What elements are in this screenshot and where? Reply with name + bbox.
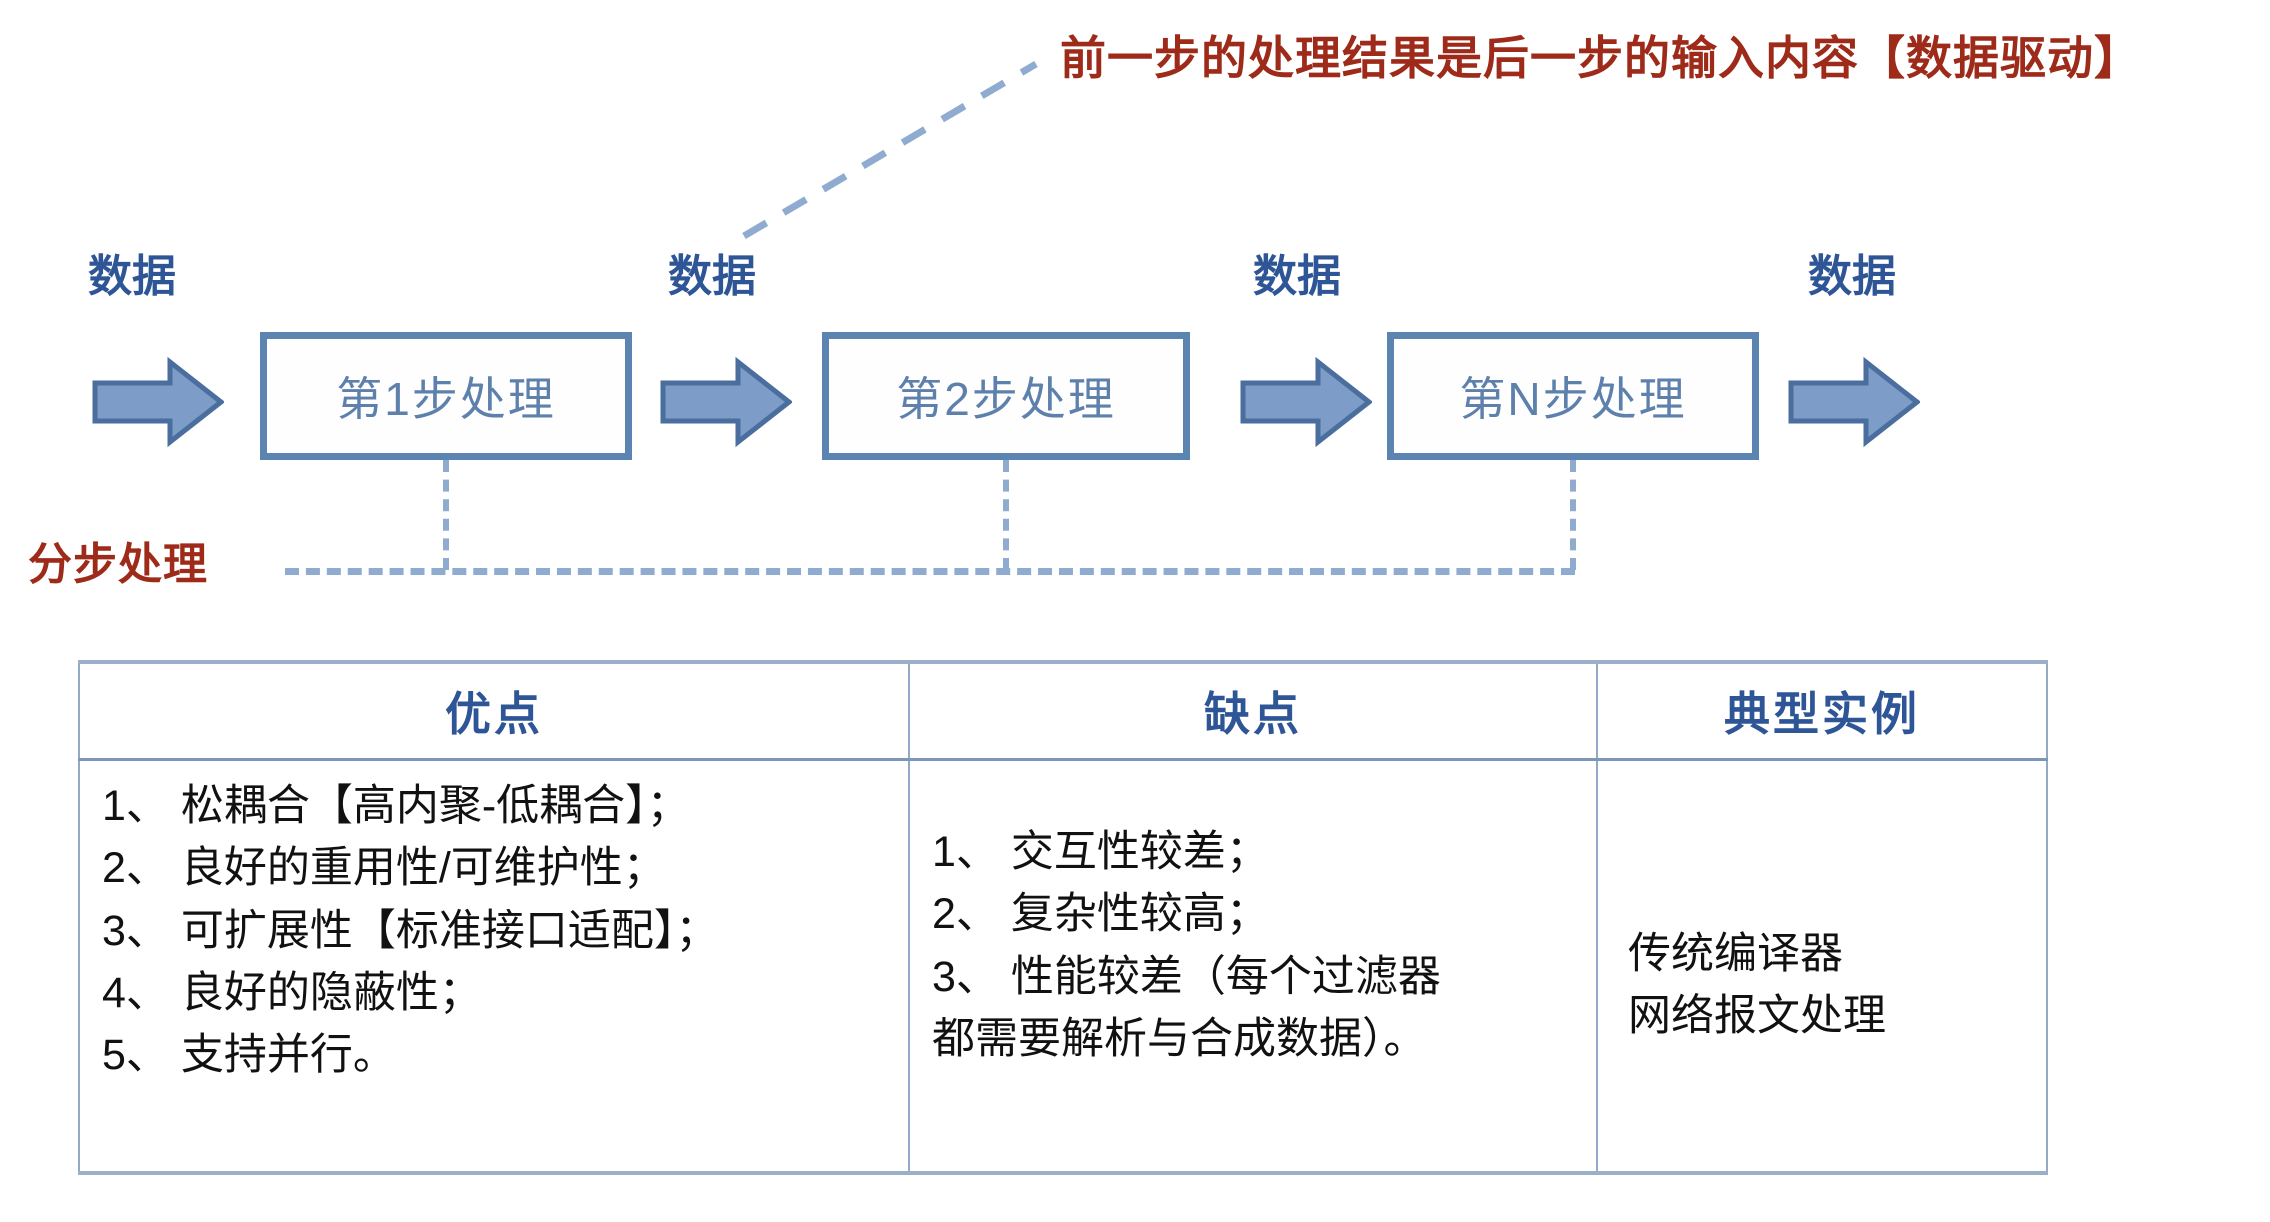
example-item-2: 网络报文处理 [1628, 992, 1886, 1041]
dashed-drop-1 [443, 460, 449, 570]
pros-item-4: 4、 良好的隐蔽性； [102, 969, 482, 1018]
data-label-2: 数据 [668, 252, 756, 301]
data-label-4: 数据 [1808, 252, 1896, 301]
dashed-drop-2 [1003, 460, 1009, 570]
process-step-box-1[interactable]: 第1步处理 [260, 332, 632, 460]
flow-arrow-1-icon [92, 356, 224, 448]
table-header-examples: 典型实例 [1596, 660, 2048, 761]
cons-item-2: 2、 复杂性较高； [932, 890, 1269, 939]
process-step-box-3[interactable]: 第N步处理 [1387, 332, 1759, 460]
process-step-label-1: 第1步处理 [336, 373, 556, 425]
pros-item-1: 1、 松耦合【高内聚-低耦合】； [102, 782, 690, 830]
cons-item-3: 3、 性能较差（每个过滤器 [932, 952, 1441, 1001]
process-step-label-3: 第N步处理 [1459, 373, 1687, 425]
pros-item-5: 5、 支持并行。 [102, 1031, 396, 1080]
flow-arrow-3-icon [1240, 356, 1372, 448]
data-label-1: 数据 [88, 252, 176, 301]
cons-item-1: 1、 交互性较差； [932, 828, 1269, 876]
table-header-row: 优点 缺点 典型实例 [78, 660, 2048, 761]
table-header-cons: 缺点 [908, 660, 1598, 761]
table-cell-cons: 1、 交互性较差； 2、 复杂性较高； 3、 性能较差（每个过滤器 都需要解析与… [908, 758, 1598, 1175]
flow-arrow-4-icon [1788, 356, 1920, 448]
example-item-1: 传统编译器 [1628, 930, 1843, 978]
top-annotation-text: 前一步的处理结果是后一步的输入内容【数据驱动】 [1060, 32, 2141, 84]
flow-arrow-2-icon [660, 356, 792, 448]
dashed-baseline [285, 568, 1575, 575]
comparison-table: 优点 缺点 典型实例 1、 松耦合【高内聚-低耦合】； 2、 良好的重用性/可维… [78, 660, 2048, 1175]
cons-item-3-cont: 都需要解析与合成数据）。 [932, 1015, 1427, 1064]
table-cell-examples: 传统编译器 网络报文处理 [1596, 758, 2048, 1175]
dashed-drop-3 [1570, 460, 1576, 570]
data-label-3: 数据 [1253, 252, 1341, 301]
table-header-pros: 优点 [78, 660, 910, 761]
process-step-label-2: 第2步处理 [896, 373, 1116, 425]
pros-item-3: 3、 可扩展性【标准接口适配】； [102, 906, 719, 955]
pros-item-2: 2、 良好的重用性/可维护性； [102, 844, 666, 893]
table-row: 1、 松耦合【高内聚-低耦合】； 2、 良好的重用性/可维护性； 3、 可扩展性… [78, 758, 2048, 1175]
table-cell-pros: 1、 松耦合【高内聚-低耦合】； 2、 良好的重用性/可维护性； 3、 可扩展性… [78, 758, 910, 1175]
process-step-box-2[interactable]: 第2步处理 [822, 332, 1190, 460]
diagonal-leader-line [742, 60, 1038, 240]
left-annotation-text: 分步处理 [28, 540, 208, 589]
